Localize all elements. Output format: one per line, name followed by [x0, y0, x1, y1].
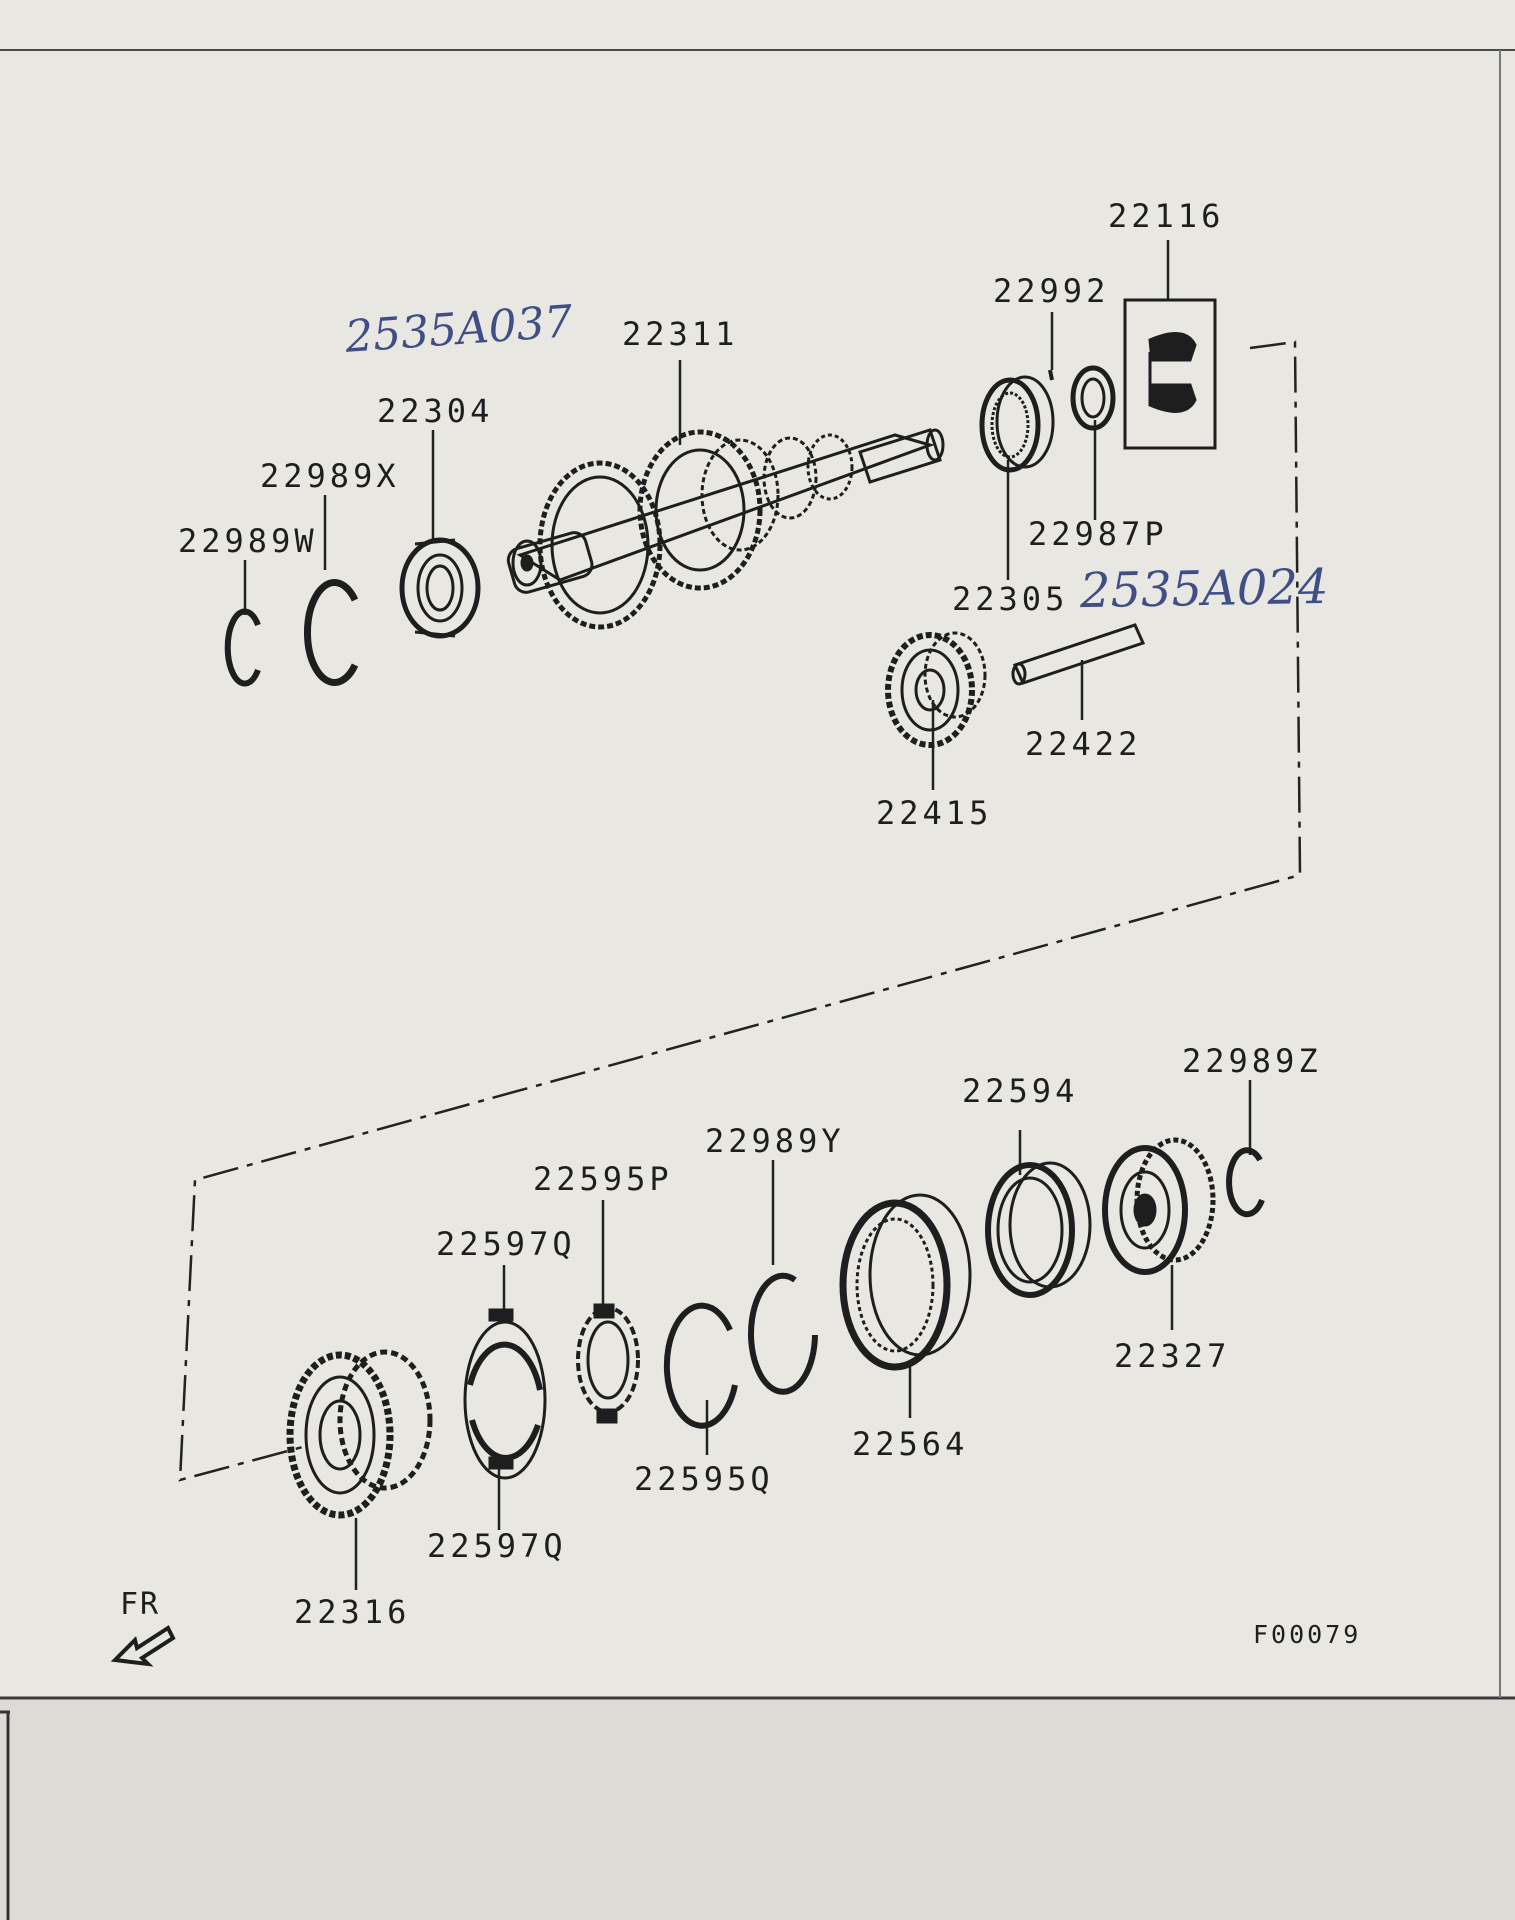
paper-sheet — [0, 0, 1515, 1700]
label-22422: 22422 — [1025, 725, 1142, 763]
bearing-22305 — [979, 375, 1055, 473]
label-22597Q-bottom: 22597Q — [427, 1527, 567, 1565]
figure-code: F00079 — [1253, 1620, 1362, 1649]
ring-22989Y — [748, 1272, 818, 1395]
snap-ring-22989W — [224, 608, 261, 687]
leader-lines — [243, 240, 1252, 1590]
label-22116: 22116 — [1108, 197, 1225, 235]
label-22989X: 22989X — [260, 457, 400, 495]
gear-22316 — [286, 1349, 433, 1519]
bearing-22304 — [399, 537, 481, 639]
label-22989Z: 22989Z — [1182, 1042, 1322, 1080]
ring-22595Q — [663, 1302, 738, 1429]
gear-22327 — [1102, 1137, 1216, 1275]
label-22415: 22415 — [876, 794, 993, 832]
label-22595P: 22595P — [533, 1160, 673, 1198]
gear-22415 — [885, 631, 987, 748]
label-22304: 22304 — [377, 392, 494, 430]
label-22989W: 22989W — [178, 522, 318, 560]
label-22594: 22594 — [962, 1072, 1079, 1110]
washer-22987P — [1070, 365, 1116, 431]
ring-22594 — [985, 1161, 1092, 1298]
label-22564: 22564 — [852, 1425, 969, 1463]
label-22311: 22311 — [622, 315, 739, 353]
label-22989Y: 22989Y — [705, 1122, 845, 1160]
pin-22422 — [1011, 623, 1146, 686]
rings-22597Q — [463, 1308, 547, 1480]
label-22987P: 22987P — [1028, 515, 1168, 553]
connection-dashed-line — [178, 340, 1302, 1482]
snap-ring-22989X — [303, 579, 359, 686]
label-22597Q-top: 22597Q — [436, 1225, 576, 1263]
ring-22989Z — [1226, 1147, 1265, 1218]
label-22316: 22316 — [294, 1593, 411, 1631]
front-arrow-icon — [110, 1625, 176, 1667]
retainer-22595P — [576, 1303, 640, 1424]
lower-parts — [286, 1137, 1265, 1519]
label-22327: 22327 — [1114, 1337, 1231, 1375]
part-22992 — [1048, 369, 1054, 381]
upper-parts — [224, 298, 1217, 748]
label-22305: 22305 — [952, 580, 1069, 618]
handwritten-note-2: 2535A024 — [1079, 558, 1329, 620]
sleeve-22564 — [839, 1193, 972, 1371]
label-22992: 22992 — [993, 272, 1110, 310]
main-shaft-22311 — [506, 428, 945, 630]
front-marker-label: FR — [120, 1587, 161, 1622]
label-22595Q: 22595Q — [634, 1460, 774, 1498]
box-22116 — [1123, 298, 1217, 450]
lower-sheet — [0, 1700, 1515, 1920]
